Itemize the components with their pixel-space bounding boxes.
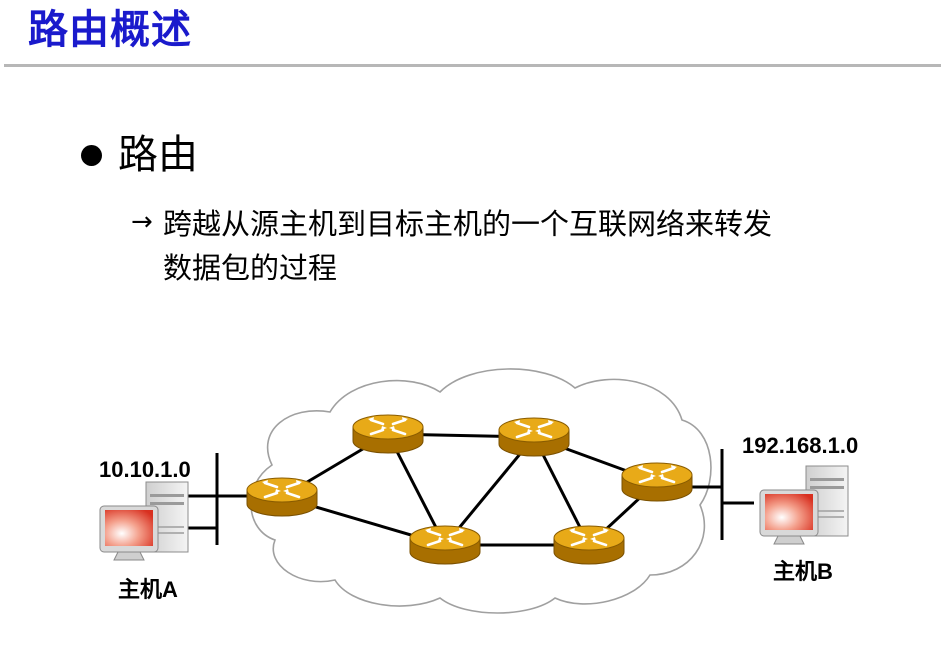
host-b-label: 主机B <box>773 559 833 584</box>
router-3 <box>497 416 571 458</box>
lan-segments <box>188 449 754 545</box>
router-4 <box>620 461 694 503</box>
bullet-heading: 路由 <box>118 132 198 178</box>
bullet-dot <box>81 145 102 166</box>
arrow-icon: → <box>131 207 153 237</box>
title-divider <box>4 64 941 67</box>
router-5 <box>408 524 482 566</box>
host-b-network: 192.168.1.0 <box>742 433 859 458</box>
router-2 <box>351 413 425 455</box>
bullet-description: 跨越从源主机到目标主机的一个互联网络来转发 数据包的过程 <box>163 202 893 290</box>
page-title: 路由概述 <box>28 7 192 53</box>
host-a-computer-icon <box>99 481 189 561</box>
host-b-computer-icon <box>759 465 849 545</box>
host-a-network: 10.10.1.0 <box>99 457 191 482</box>
router-6 <box>552 524 626 566</box>
router-1 <box>245 476 319 518</box>
description-line-1: 跨越从源主机到目标主机的一个互联网络来转发 <box>163 207 773 241</box>
host-a-label: 主机A <box>118 577 178 602</box>
description-line-2: 数据包的过程 <box>163 251 338 285</box>
